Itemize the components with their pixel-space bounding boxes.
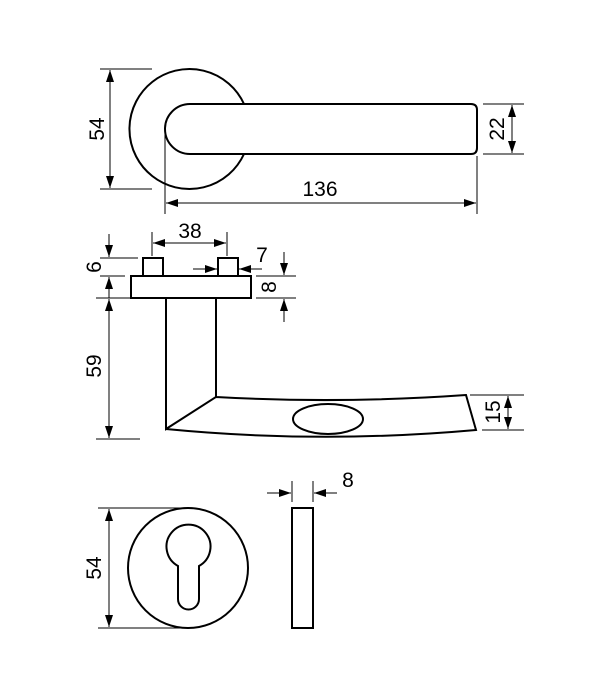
dim-label: 59 (83, 354, 106, 377)
dim-label: 6 (83, 261, 106, 273)
lever-top-outline (164, 103, 478, 155)
pin-left (142, 257, 164, 277)
rose-outline (128, 68, 245, 190)
escutcheon-view: 54 8 (83, 469, 354, 629)
dim-label: 54 (83, 556, 106, 580)
escutcheon-outline (127, 507, 249, 629)
dim-label: 136 (302, 178, 337, 201)
dim-label: 7 (256, 244, 268, 267)
dim-label: 54 (86, 117, 109, 141)
rose-plate (130, 275, 252, 299)
dim-label: 22 (486, 117, 509, 140)
lever-grip-recess (292, 403, 364, 435)
dim-label: 8 (258, 281, 281, 293)
dim-label: 15 (482, 400, 505, 423)
dim-label: 38 (178, 220, 201, 243)
top-view: 54 22 136 (86, 68, 524, 214)
keyhole-cylinder-cutout (165, 523, 212, 611)
lever-side-outline (165, 298, 478, 438)
side-view: 38 6 59 7 8 15 (83, 220, 524, 440)
dim-label: 8 (342, 469, 354, 492)
escutcheon-side (291, 507, 314, 629)
pin-right (217, 257, 239, 277)
